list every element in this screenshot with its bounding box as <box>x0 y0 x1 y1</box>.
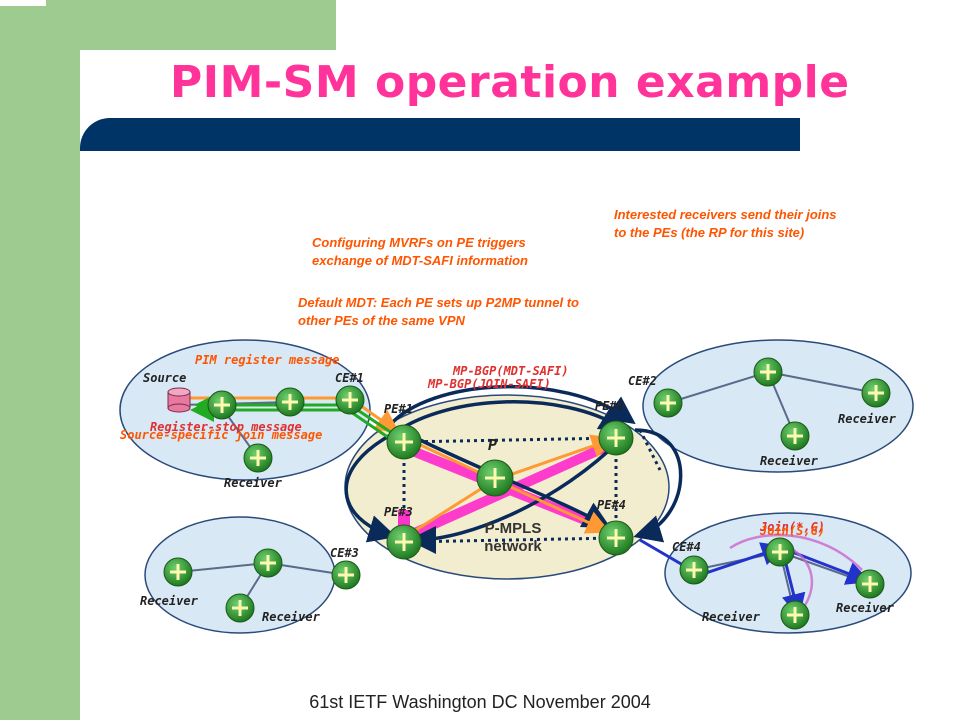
note-interested-receivers: Interested receivers send their joins to… <box>614 207 837 240</box>
router-icon <box>753 357 783 387</box>
label-receiver: Receiver <box>702 610 760 624</box>
router-icon <box>855 569 885 599</box>
router-icon <box>163 557 193 587</box>
label-mp-bgp-join: MP-BGP(JOIN-SAFI) <box>428 377 551 391</box>
router-icon <box>386 524 422 560</box>
label-join-s-g: Join(S,G) <box>760 524 826 538</box>
label-receiver: Receiver <box>140 594 198 608</box>
label-pe4: PE#4 <box>597 498 626 512</box>
slide-footer: 61st IETF Washington DC November 2004 <box>309 692 651 712</box>
label-receiver: Receiver <box>836 601 894 615</box>
label-join-star-g: Join(*,G) <box>760 520 826 534</box>
router-icon <box>331 560 361 590</box>
label-receiver: Receiver <box>760 454 818 468</box>
router-icon <box>780 600 810 630</box>
label-ce3: CE#3 <box>330 546 359 560</box>
router-icon <box>207 390 237 420</box>
label-mp-bgp-mdt: MP-BGP(MDT-SAFI) <box>453 364 569 378</box>
label-pe2: PE#2 <box>595 399 624 413</box>
label-source-join: Source-specific join message <box>120 428 323 442</box>
router-icon <box>653 388 683 418</box>
router-icon <box>765 537 795 567</box>
router-icon <box>335 385 365 415</box>
label-receiver: Receiver <box>262 610 320 624</box>
router-icon <box>386 424 422 460</box>
label-pim-register: PIM register message <box>195 353 340 367</box>
label-source: Source <box>143 371 187 385</box>
router-icon <box>253 548 283 578</box>
slide-title: PIM-SM operation example <box>170 57 850 108</box>
note-default-mdt: Default MDT: Each PE sets up P2MP tunnel… <box>298 295 579 328</box>
left-decor-band <box>0 0 80 720</box>
label-receiver: Receiver <box>838 412 896 426</box>
source-database-icon <box>167 387 191 413</box>
label-pe1: PE#1 <box>384 402 413 416</box>
label-receiver: Receiver <box>224 476 282 490</box>
site-2-ellipse <box>642 339 914 473</box>
router-icon <box>243 443 273 473</box>
router-icon <box>476 459 514 497</box>
routers <box>163 357 891 630</box>
label-register-stop: Register-stop message <box>150 420 302 434</box>
router-icon <box>275 387 305 417</box>
router-icon <box>598 420 634 456</box>
label-ce2: CE#2 <box>628 374 657 388</box>
router-icon <box>598 520 634 556</box>
router-icon <box>679 555 709 585</box>
note-configuring-mvrfs: Configuring MVRFs on PE triggers exchang… <box>312 235 528 268</box>
router-icon <box>780 421 810 451</box>
title-underline-bar <box>80 118 800 151</box>
label-pe3: PE#3 <box>384 505 413 519</box>
top-decor-band <box>80 0 336 50</box>
router-icon <box>225 593 255 623</box>
label-ce1: CE#1 <box>335 371 364 385</box>
label-p-router: P <box>488 436 498 454</box>
corner-tab <box>0 0 46 6</box>
router-icon <box>861 378 891 408</box>
label-ce4: CE#4 <box>672 540 701 554</box>
label-core-network: P-MPLS network <box>484 520 542 555</box>
